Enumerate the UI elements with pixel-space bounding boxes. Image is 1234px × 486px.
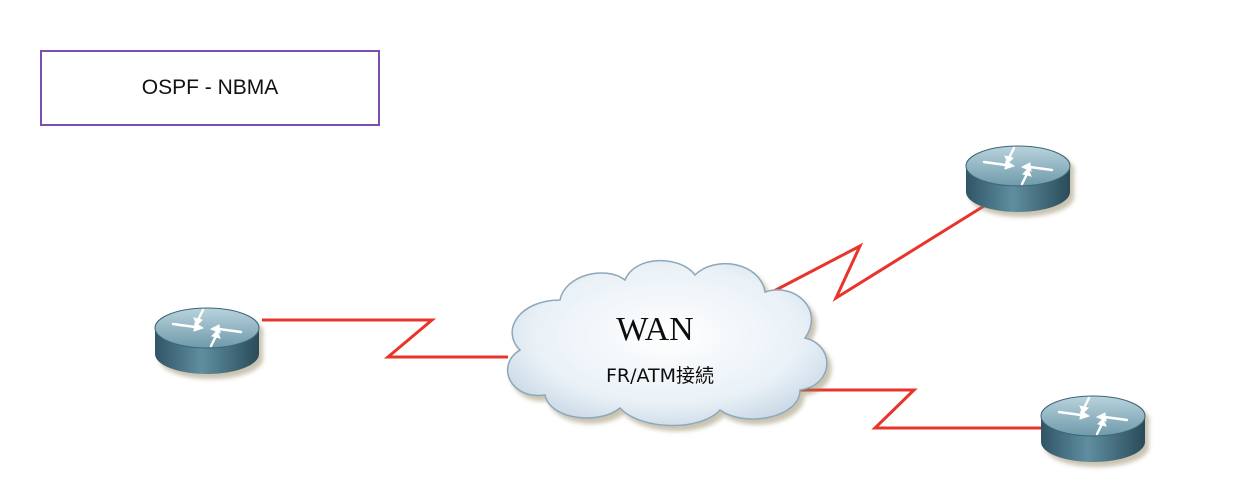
- diagram-title-box: OSPF - NBMA: [40, 50, 380, 126]
- router-bottom-right: [1039, 394, 1147, 464]
- serial-link-bottom-right: [798, 388, 1046, 430]
- serial-link-top-right: [771, 204, 985, 302]
- wan-sublabel: FR/ATM接続: [606, 365, 714, 387]
- diagram-title: OSPF - NBMA: [141, 76, 279, 99]
- wan-label: WAN: [616, 311, 693, 348]
- router-icon: [964, 144, 1072, 214]
- router-top-right: [964, 144, 1072, 214]
- router-left: [153, 306, 261, 376]
- serial-link-left: [262, 318, 508, 359]
- router-icon: [1039, 394, 1147, 464]
- router-icon: [153, 306, 261, 376]
- wan-cloud: WAN FR/ATM接続: [506, 259, 828, 427]
